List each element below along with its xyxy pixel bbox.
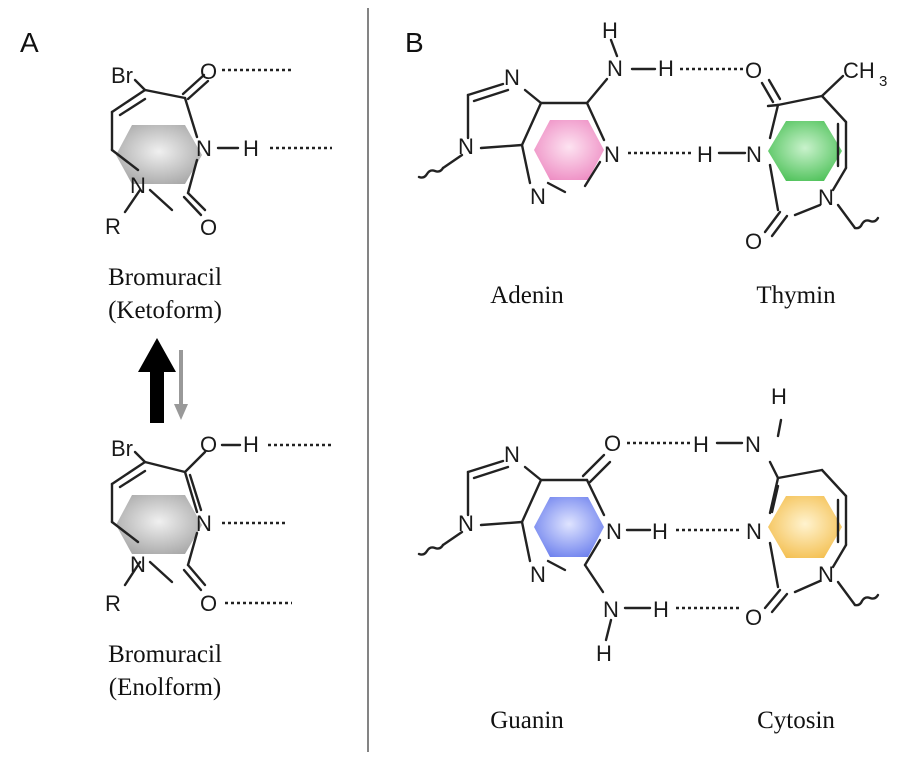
- atom-r-keto: R: [105, 214, 121, 239]
- atom-n-cytosin-amino: N: [745, 432, 761, 457]
- atom-n-adenin-7: N: [504, 65, 520, 90]
- atom-n-guanin-3: N: [530, 562, 546, 587]
- caption-guanin: Guanin: [490, 707, 564, 734]
- caption-adenin: Adenin: [490, 282, 564, 309]
- bromuracil-keto-ring-fill: [116, 125, 202, 184]
- atom-n-enol-1: N: [130, 552, 146, 577]
- atom-n-adenin-1: N: [604, 142, 620, 167]
- bromuracil-enol-name: Bromuracil: [108, 641, 222, 668]
- tautomer-equilibrium-arrows: [138, 338, 188, 423]
- bromuracil-enol-structure: [110, 443, 334, 605]
- atom-o-keto-bottom: O: [200, 215, 217, 240]
- atom-o-enol-bottom: O: [200, 591, 217, 616]
- arrow-down-minor: [174, 404, 188, 420]
- atom-br-enol: Br: [111, 436, 133, 461]
- thymin-structure: [717, 74, 880, 238]
- atom-o-thymin-bottom: O: [745, 229, 762, 254]
- atom-br-keto: Br: [111, 63, 133, 88]
- atom-n-keto-3: N: [196, 136, 212, 161]
- atom-n-cytosin-1: N: [818, 562, 834, 587]
- atom-h-keto: H: [243, 136, 259, 161]
- atom-h-enol: H: [243, 432, 259, 457]
- atom-n-thymin-3: N: [746, 142, 762, 167]
- atom-n-adenin-amino: N: [607, 56, 623, 81]
- adenin-ring-fill: [534, 120, 604, 180]
- panel-label-a: A: [20, 27, 39, 58]
- atom-n-enol-3: N: [196, 511, 212, 536]
- adenin-structure: [417, 38, 745, 194]
- bromuracil-enol-ring-fill: [116, 495, 202, 554]
- caption-thymin: Thymin: [756, 282, 836, 309]
- atom-h-guanin-amino-bottom: H: [596, 641, 612, 666]
- atom-ch3-subscript: 3: [879, 73, 887, 90]
- atom-o-keto-top: O: [200, 59, 217, 84]
- atom-h-cytosin-amino: H: [693, 432, 709, 457]
- thymin-ring-fill: [768, 121, 842, 181]
- atom-n-guanin-9: N: [458, 511, 474, 536]
- atom-n-cytosin-3: N: [746, 519, 762, 544]
- atom-h-guanin-1: H: [652, 519, 668, 544]
- atom-h-adenin-amino: H: [658, 56, 674, 81]
- caption-cytosin: Cytosin: [757, 707, 835, 734]
- atom-h-cytosin-amino-top: H: [771, 384, 787, 409]
- atom-h-adenin-amino-top: H: [602, 18, 618, 43]
- atom-o-guanin: O: [604, 431, 621, 456]
- atom-r-enol: R: [105, 591, 121, 616]
- panel-label-b: B: [405, 27, 424, 58]
- bromuracil-enol-form: (Enolform): [109, 674, 221, 701]
- cytosin-ring-fill: [768, 496, 842, 558]
- guanin-ring-fill: [534, 497, 604, 557]
- atom-n-guanin-7: N: [504, 442, 520, 467]
- atom-o-thymin-top: O: [745, 58, 762, 83]
- atom-n-guanin-amino: N: [603, 597, 619, 622]
- atom-o-cytosin: O: [745, 605, 762, 630]
- atom-ch3-thymin: CH: [843, 58, 875, 83]
- atom-h-guanin-amino: H: [653, 597, 669, 622]
- atom-n-guanin-1: N: [606, 519, 622, 544]
- atom-o-enol-top: O: [200, 432, 217, 457]
- atom-n-adenin-9: N: [458, 134, 474, 159]
- bromuracil-keto-form: (Ketoform): [108, 297, 222, 324]
- cytosin-structure: [715, 418, 880, 614]
- bromuracil-keto-name: Bromuracil: [108, 264, 222, 291]
- guanin-structure: [417, 441, 740, 642]
- atom-h-thymin: H: [697, 142, 713, 167]
- bromuracil-keto-structure: [110, 68, 332, 217]
- arrow-up-major: [138, 338, 176, 423]
- atom-n-keto-1: N: [130, 173, 146, 198]
- atom-n-thymin-1: N: [818, 185, 834, 210]
- atom-n-adenin-3: N: [530, 184, 546, 209]
